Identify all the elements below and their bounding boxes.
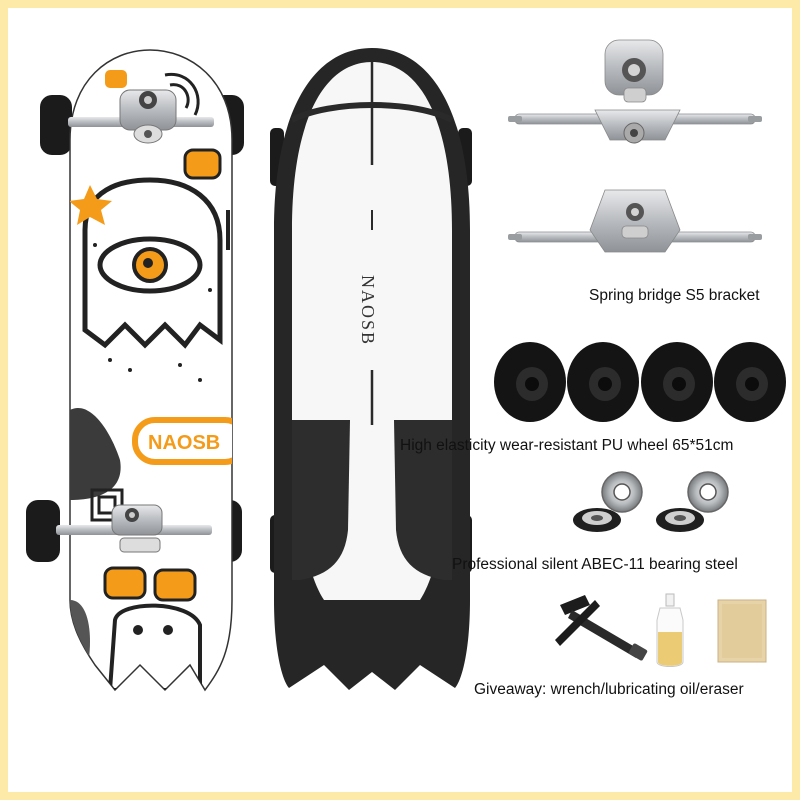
spring-bridge-trucks <box>508 39 762 253</box>
bearing <box>601 471 643 513</box>
left-board-logo: NAOSB <box>148 432 220 454</box>
wheel <box>714 342 786 422</box>
left-skateboard: NAOSB <box>26 49 244 692</box>
giveaway-caption: Giveaway: wrench/lubricating oil/eraser <box>474 681 744 698</box>
wheels-caption: High elasticity wear-resistant PU wheel … <box>400 437 734 454</box>
right-board-logo: NAOSB <box>358 275 378 346</box>
wheel <box>567 342 639 422</box>
pu-wheels <box>494 342 786 422</box>
lubricating-oil-bottle-icon <box>656 593 684 667</box>
bearings-caption: Professional silent ABEC-11 bearing stee… <box>452 556 738 573</box>
bearing <box>573 508 621 532</box>
right-skateboard: NAOSB <box>270 48 472 690</box>
bearing <box>656 508 704 532</box>
left-board-top-truck <box>68 89 214 144</box>
wheel <box>40 95 72 155</box>
left-board-bottom-truck <box>56 504 212 553</box>
trucks-caption: Spring bridge S5 bracket <box>589 287 760 304</box>
deck-outline <box>69 49 233 692</box>
abec-11-bearings <box>573 471 729 532</box>
bearing <box>687 471 729 513</box>
wheel <box>494 342 566 422</box>
giveaway-items <box>555 593 767 667</box>
wrench-icon <box>555 595 648 661</box>
wheel <box>26 500 60 562</box>
eraser-icon <box>717 599 767 663</box>
wheel <box>641 342 713 422</box>
deck-graphics: NAOSB <box>70 70 232 690</box>
